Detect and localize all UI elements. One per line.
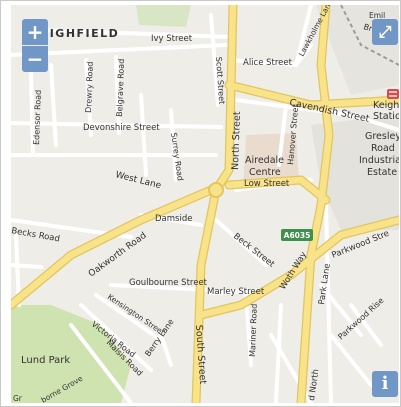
major-roads (11, 5, 399, 403)
zoom-out-icon: − (26, 47, 44, 71)
fullscreen-icon: ⤢ (378, 22, 392, 41)
place-label-gresley-4: Estate (367, 167, 397, 178)
place-label-airedale-2: Centre (249, 167, 281, 178)
road-label-mariner-road: Mariner Road (248, 304, 259, 358)
road-shield-a6035: A6035 (281, 229, 313, 241)
place-label-lund-park: Lund Park (21, 355, 70, 366)
zoom-out-button[interactable]: − (22, 46, 48, 72)
place-label-keighley-1: Keigh (373, 100, 399, 111)
roundabout (208, 182, 224, 198)
road-label-marley-street: Marley Street (207, 287, 265, 297)
road-label-edensor-road: Edensor Road (32, 90, 43, 145)
info-icon: i (381, 373, 389, 394)
zoom-in-button[interactable]: + (22, 19, 48, 45)
road-label-emily-partial: Emil (369, 11, 385, 20)
road-label-south-street: South Street (193, 324, 208, 384)
road-label-north-partial: d North (307, 368, 321, 401)
lund-park-area (11, 305, 131, 403)
fullscreen-button[interactable]: ⤢ (372, 19, 398, 45)
rail-station-icon[interactable] (387, 89, 399, 99)
place-label-airedale-1: Airedale (245, 155, 284, 166)
road-label-scott-street: Scott Street (214, 57, 226, 105)
road-label-damside: Damside (155, 214, 192, 224)
green-area-top (136, 5, 191, 27)
road-label-alice-street: Alice Street (243, 58, 293, 68)
road-label-drewry-road: Drewry Road (84, 61, 95, 113)
place-label-gresley-1: Gresley (365, 131, 399, 142)
industrial-estate-area (311, 115, 399, 230)
info-button[interactable]: i (372, 371, 398, 397)
zoom-in-icon: + (26, 20, 44, 44)
map-canvas[interactable]: HIGHFIELD Ivy Street Alice Street Lawkho… (11, 5, 399, 403)
map-svg[interactable]: HIGHFIELD Ivy Street Alice Street Lawkho… (11, 5, 399, 403)
place-label-gresley-3: Industrial (359, 155, 399, 166)
road-label-low-street: Low Street (244, 179, 290, 189)
district-label-highfield: HIGHFIELD (39, 27, 119, 40)
rail-line (340, 5, 399, 66)
airedale-centre-area (243, 133, 299, 187)
road-label-goulbourne-street: Goulbourne Street (129, 278, 208, 288)
road-label-gre-partial: Gr (13, 394, 23, 403)
place-label-keighley-2: Static (373, 111, 399, 122)
road-label-north-street: North Street (230, 111, 243, 170)
place-label-gresley-2: Road (371, 143, 395, 154)
road-label-belgrave-road: Belgrave Road (115, 59, 126, 117)
minor-roads (11, 5, 399, 403)
road-shield-label: A6035 (284, 231, 311, 240)
road-label-ivy-street: Ivy Street (151, 34, 193, 44)
road-label-devonshire-street: Devonshire Street (83, 123, 160, 133)
